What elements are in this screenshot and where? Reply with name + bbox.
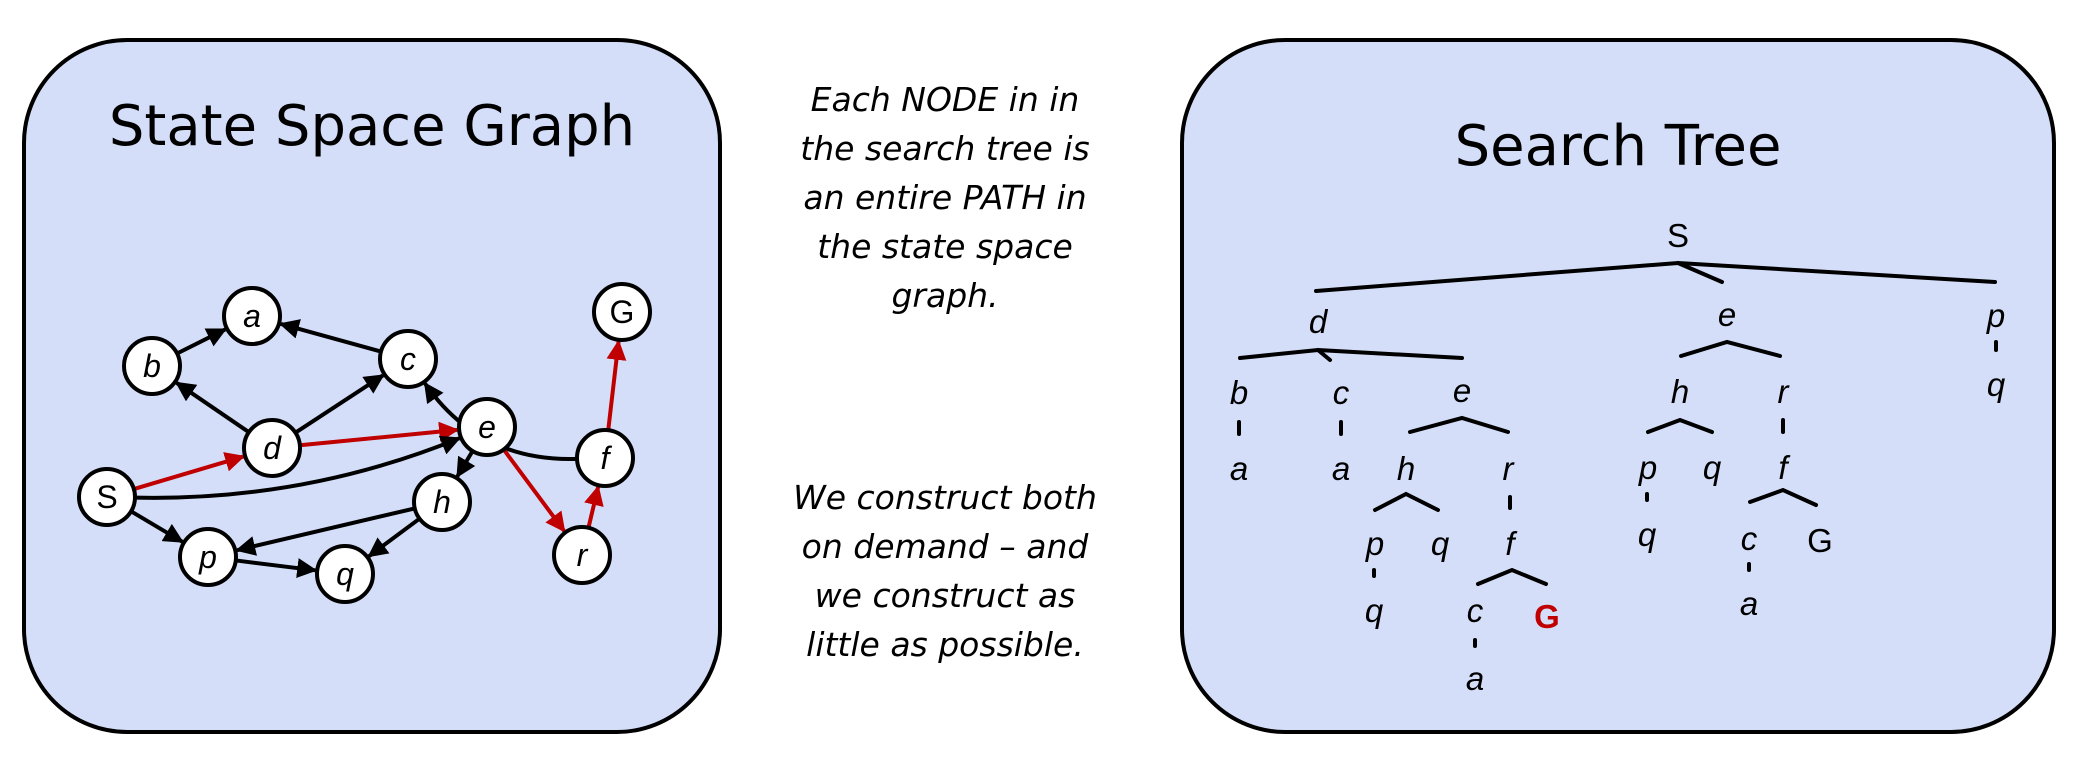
graph-node-label: S xyxy=(96,479,117,515)
tree-node-G1: G xyxy=(1534,598,1560,635)
graph-node-a: a xyxy=(222,286,282,346)
explanation-text-1: Each NODE in in the search tree is an en… xyxy=(800,80,1090,315)
tree-node-f: f xyxy=(1505,525,1518,562)
graph-node-label: q xyxy=(336,556,354,592)
tree-node-h2: h xyxy=(1671,373,1689,410)
graph-node-label: c xyxy=(400,341,416,377)
tree-branch xyxy=(1476,567,1548,586)
tree-node-c3: c xyxy=(1741,520,1758,557)
tree-node-q5: q xyxy=(1638,516,1657,553)
graph-edge-e-r xyxy=(502,448,566,533)
graph-edge-S-p xyxy=(130,509,184,544)
tree-branch xyxy=(1679,339,1782,358)
tree-node-q3: q xyxy=(1365,592,1384,629)
graph-node-label: a xyxy=(243,298,261,334)
graph-node-b: b xyxy=(122,336,182,396)
graph-edge-r-f xyxy=(584,485,604,529)
tree-branch xyxy=(1316,348,1332,362)
tree-node-c: c xyxy=(1333,374,1350,411)
graph-node-label: b xyxy=(143,348,161,384)
tree-branch xyxy=(1408,415,1510,434)
graph-edge-b-a xyxy=(176,327,227,356)
graph-node-e: e xyxy=(457,397,517,457)
graph-node-label: e xyxy=(478,409,496,445)
tree-branch xyxy=(1373,491,1440,512)
state-space-graph-title: State Space Graph xyxy=(108,94,636,159)
graph-node-d: d xyxy=(242,418,302,478)
tree-node-r2: r xyxy=(1778,373,1791,410)
tree-node-e2: e xyxy=(1453,372,1471,409)
tree-branch xyxy=(1748,487,1818,507)
graph-edge-S-e xyxy=(134,435,462,500)
tree-node-p: p xyxy=(1986,297,2005,334)
graph-edge-f-G xyxy=(606,339,627,431)
tree-node-G2: G xyxy=(1807,522,1833,559)
tree-node-a1: a xyxy=(1230,450,1248,487)
graph-node-h: h xyxy=(412,472,472,532)
graph-node-label: h xyxy=(433,484,451,520)
graph-node-p: p xyxy=(178,527,238,587)
graph-node-label: G xyxy=(610,294,635,330)
graph-node-label: p xyxy=(198,539,217,575)
graph-node-G: G xyxy=(592,282,652,342)
tree-node-q4: q xyxy=(1703,449,1722,486)
tree-node-d: d xyxy=(1309,303,1329,340)
tree-node-S: S xyxy=(1667,217,1689,254)
tree-node-q1: q xyxy=(1987,366,2006,403)
graph-edge-d-b xyxy=(175,381,251,434)
graph-edge-h-q xyxy=(367,517,421,558)
tree-node-e: e xyxy=(1718,296,1736,333)
tree-branch xyxy=(1646,417,1714,434)
search-tree-panel: Search Tree xyxy=(1180,38,2056,734)
graph-edge-d-c xyxy=(294,373,385,435)
graph-node-f: f xyxy=(575,428,635,488)
tree-node-a3: a xyxy=(1466,660,1484,697)
search-tree-title: Search Tree xyxy=(1454,114,1782,179)
graph-node-c: c xyxy=(378,329,438,389)
tree-node-p3: p xyxy=(1638,449,1657,486)
tree-node-a4: a xyxy=(1740,585,1758,622)
tree-node-p2: p xyxy=(1365,525,1384,562)
graph-edge-e-h xyxy=(455,449,476,478)
tree-node-b: b xyxy=(1230,374,1248,411)
tree-node-c2: c xyxy=(1467,592,1484,629)
tree-node-q2: q xyxy=(1431,525,1450,562)
tree-node-h: h xyxy=(1397,450,1415,487)
graph-edge-S-d xyxy=(133,452,246,491)
tree-node-f2: f xyxy=(1778,449,1791,486)
graph-node-S: S xyxy=(77,467,137,527)
explanation-text-2: We construct both on demand – and we con… xyxy=(793,478,1097,664)
graph-node-q: q xyxy=(315,544,375,604)
tree-node-r: r xyxy=(1503,450,1516,487)
tree-branch xyxy=(1676,261,1724,284)
graph-node-label: r xyxy=(577,537,589,573)
tree-branch xyxy=(1314,260,1997,293)
graph-edge-c-a xyxy=(278,319,382,354)
tree-branch xyxy=(1238,347,1464,360)
tree-node-a2: a xyxy=(1332,450,1350,487)
graph-node-r: r xyxy=(552,525,612,585)
graph-edge-p-q xyxy=(235,558,318,579)
graph-node-label: d xyxy=(263,430,282,466)
graph-edge-d-e xyxy=(299,421,460,448)
graph-edge-h-p xyxy=(235,506,416,556)
